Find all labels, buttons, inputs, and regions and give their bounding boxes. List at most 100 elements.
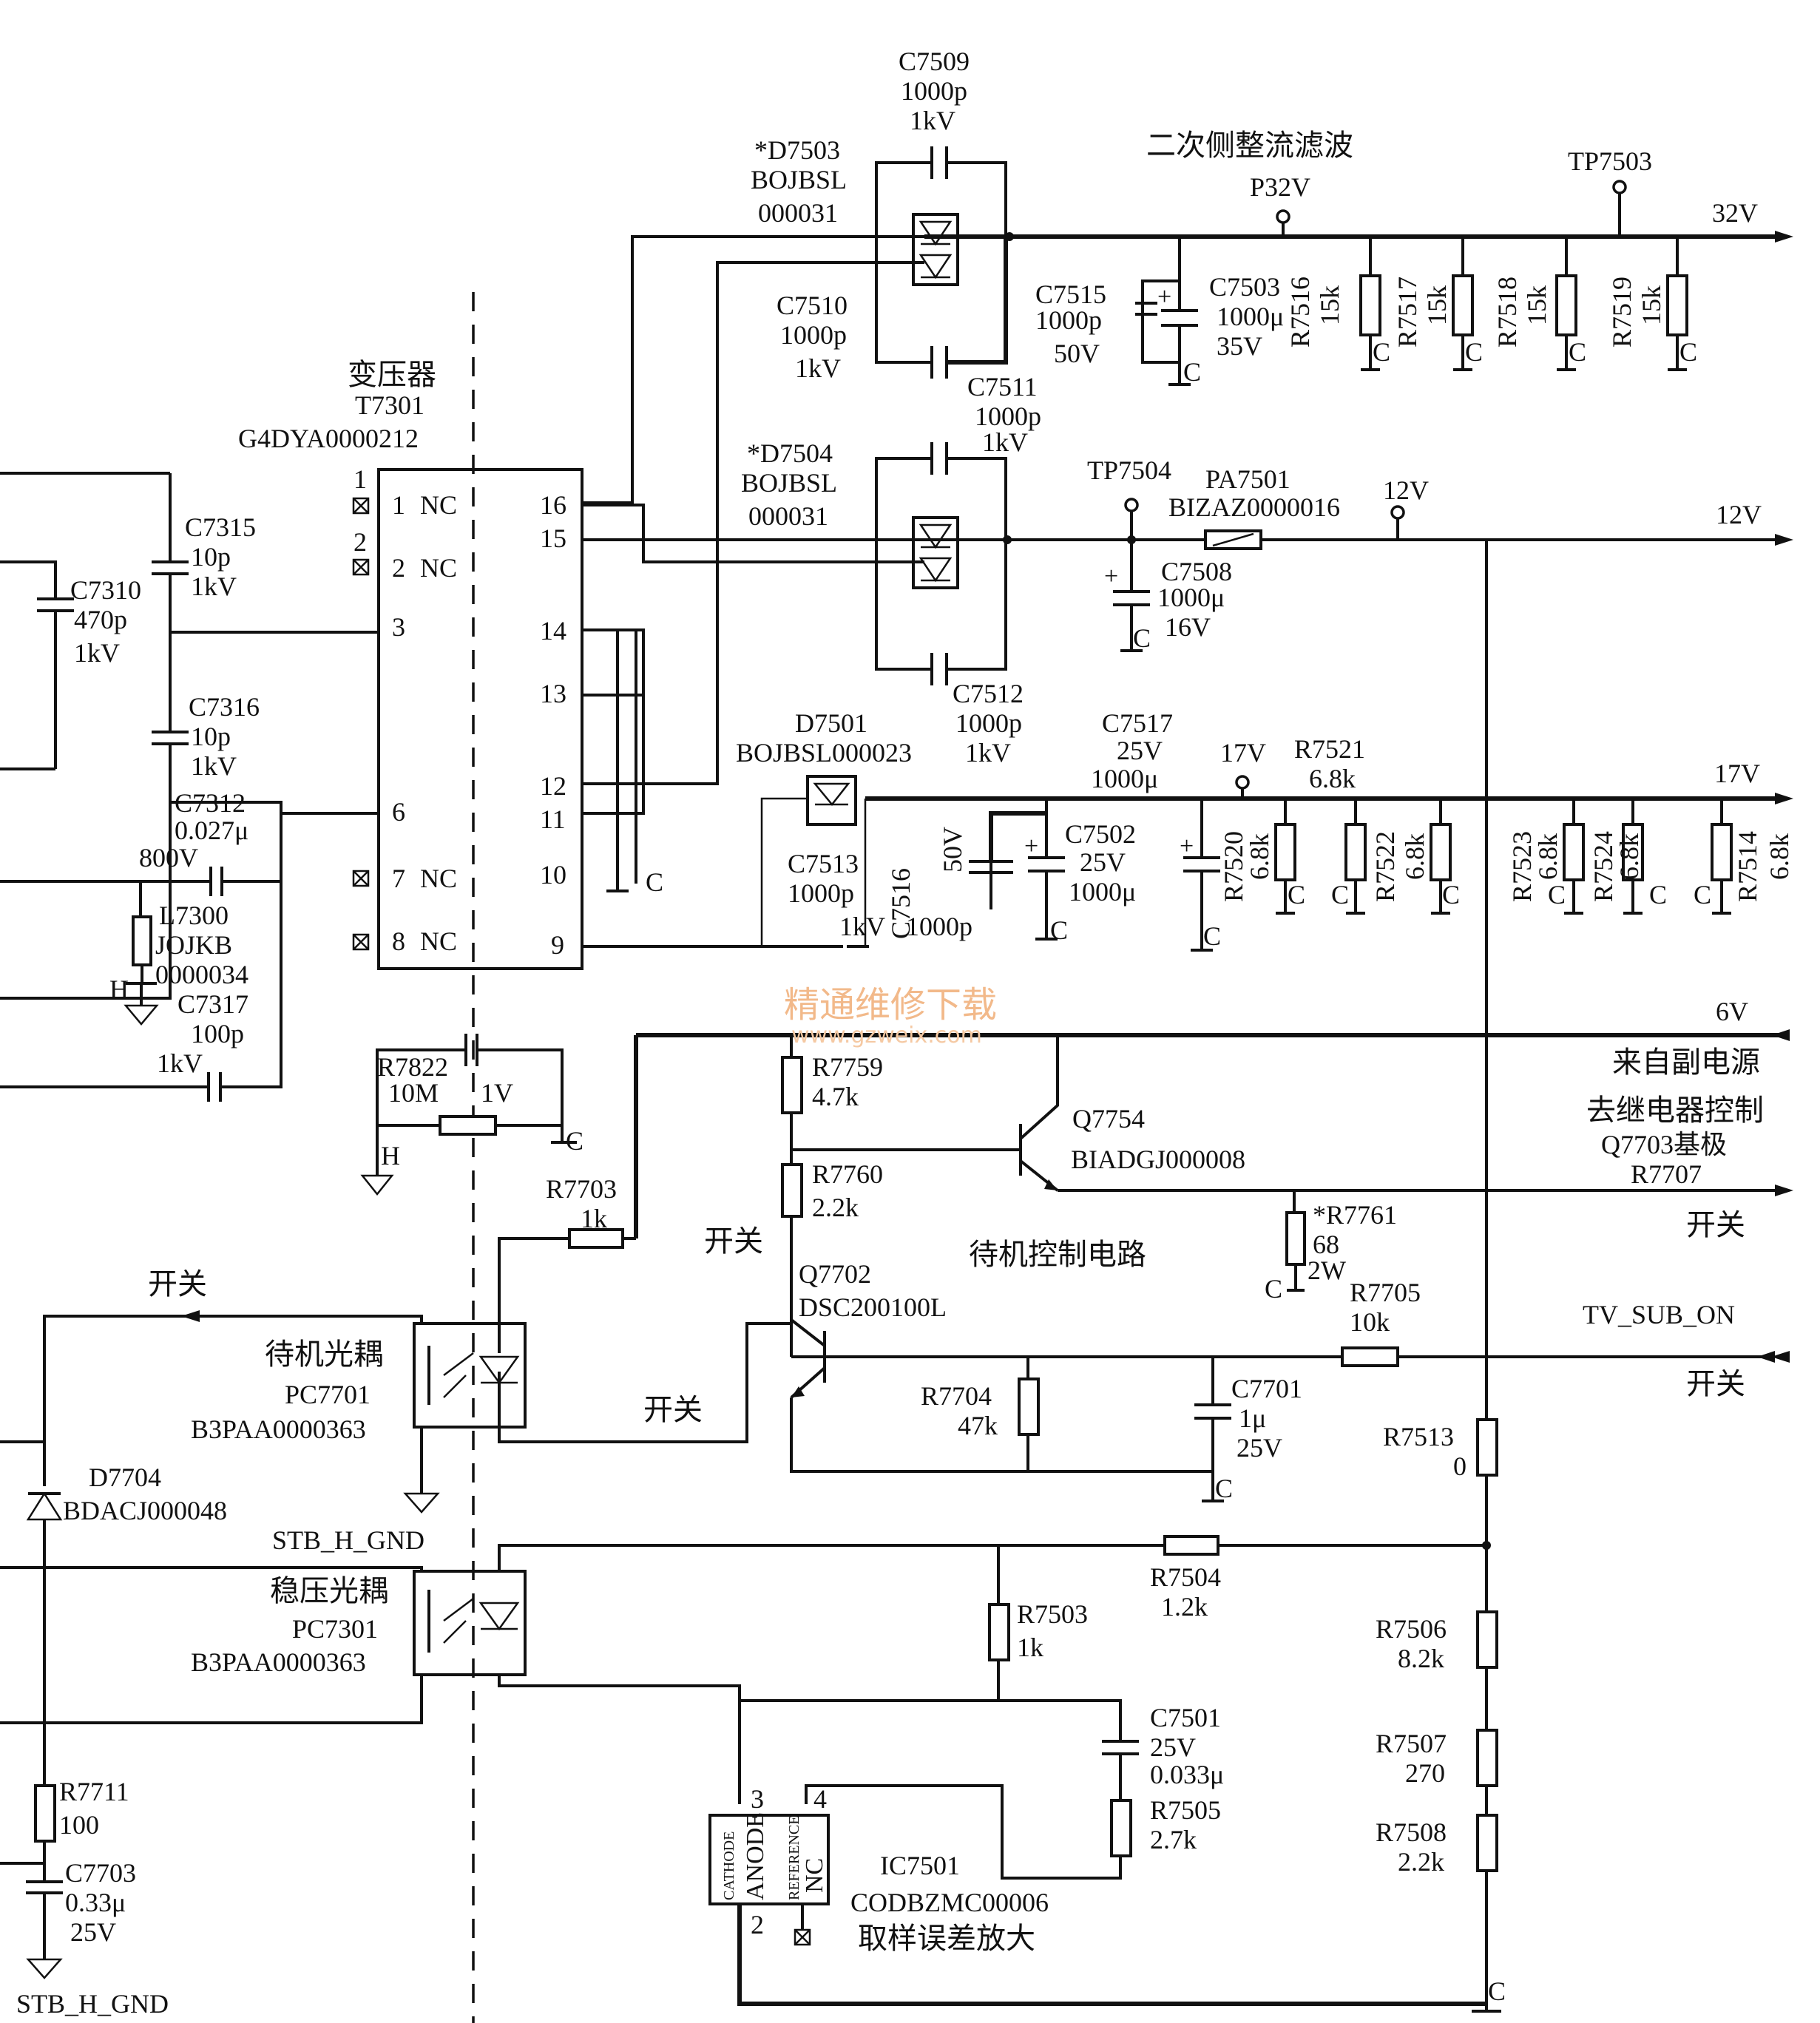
svg-text:+: + bbox=[1157, 283, 1171, 311]
transformer-t7301: 变压器 T7301 G4DYA0000212 1 NC 2 NC 3 6 7 N… bbox=[238, 358, 583, 970]
switch-label-1: 开关 bbox=[148, 1267, 207, 1301]
secondary-wiring bbox=[582, 231, 1793, 2011]
c7516-ref: C7516 bbox=[886, 868, 916, 939]
svg-text:C: C bbox=[1465, 337, 1483, 367]
c7317-ref: C7317 bbox=[177, 989, 248, 1019]
r7822-ref: R7822 bbox=[377, 1052, 448, 1082]
zener-d7704 bbox=[0, 1440, 63, 1786]
c7509-val: 1000p bbox=[901, 76, 967, 106]
svg-text:+: + bbox=[1180, 833, 1194, 860]
c7703-volt: 25V bbox=[70, 1917, 116, 1947]
ic7501-desc: 取样误差放大 bbox=[858, 1922, 1035, 1955]
r7517-ref: R7517 bbox=[1393, 277, 1422, 348]
tv-sub-on-label: TV_SUB_ON bbox=[1583, 1300, 1735, 1329]
c7511-val: 1000p bbox=[975, 401, 1041, 431]
svg-text:C: C bbox=[1442, 880, 1460, 909]
r7519-ref: R7519 bbox=[1607, 277, 1637, 348]
r7524-val: 6.8k bbox=[1614, 833, 1644, 880]
d7503-ref: *D7503 bbox=[754, 135, 840, 165]
d7704-ref: D7704 bbox=[89, 1463, 161, 1492]
c7517-val: 1000μ bbox=[1091, 764, 1158, 793]
r7705-ref: R7705 bbox=[1350, 1278, 1421, 1307]
optocoupler-pc7301 bbox=[0, 1544, 1486, 1804]
svg-text:+: + bbox=[1024, 833, 1038, 860]
r7508-ref: R7508 bbox=[1376, 1817, 1447, 1847]
r7516-val: 15k bbox=[1315, 285, 1344, 325]
pc7301-name: 稳压光耦 bbox=[270, 1574, 388, 1607]
r7514-val: 6.8k bbox=[1765, 833, 1794, 880]
c7315-val: 10p bbox=[191, 542, 231, 572]
r7711-ref: R7711 bbox=[59, 1777, 129, 1806]
c7310-val: 470p bbox=[74, 605, 127, 634]
ext-pin-2: 2 bbox=[353, 527, 367, 557]
c7312-ref: C7312 bbox=[175, 788, 246, 818]
ext-pin-1: 1 bbox=[353, 464, 367, 494]
switch-label-4: 开关 bbox=[1686, 1208, 1745, 1241]
svg-text:C: C bbox=[1548, 880, 1566, 909]
v17-label: 17V bbox=[1714, 759, 1760, 788]
r7505-ref: R7505 bbox=[1150, 1795, 1221, 1825]
svg-text:C: C bbox=[1265, 1274, 1282, 1304]
r7703-ref: R7703 bbox=[546, 1174, 617, 1204]
c7513-val: 1000p bbox=[788, 878, 854, 908]
svg-text:C: C bbox=[1215, 1474, 1233, 1503]
primary-snubber bbox=[0, 472, 379, 1102]
c7512-ref: C7512 bbox=[953, 679, 1024, 708]
rectifier-d7504 bbox=[875, 442, 1012, 685]
c7516-val: 1000p bbox=[906, 912, 972, 941]
pin-10: 10 bbox=[540, 860, 566, 889]
r7703-val: 1k bbox=[581, 1204, 607, 1233]
pin-11: 11 bbox=[540, 804, 566, 834]
r7507-ref: R7507 bbox=[1376, 1729, 1447, 1758]
c7315-ref: C7315 bbox=[185, 512, 256, 542]
r7513-val: 0 bbox=[1453, 1451, 1467, 1481]
c7316-volt: 1kV bbox=[191, 751, 237, 781]
r7524-ref: R7524 bbox=[1589, 831, 1618, 902]
p32v-label: P32V bbox=[1250, 172, 1310, 202]
rectifier-d7501 bbox=[760, 775, 867, 946]
pa7501-part: BIZAZ0000016 bbox=[1168, 492, 1340, 522]
c7701-val: 1μ bbox=[1239, 1403, 1266, 1433]
l7300-gnd-h: H bbox=[109, 975, 129, 1004]
pin-7-nc: NC bbox=[420, 864, 457, 893]
c7701-volt: 25V bbox=[1237, 1433, 1282, 1463]
r7761-ref: *R7761 bbox=[1313, 1200, 1397, 1230]
r7518-ref: R7518 bbox=[1492, 277, 1522, 348]
pin-9: 9 bbox=[551, 930, 564, 960]
v6-label: 6V bbox=[1716, 997, 1748, 1026]
c7502-volt: 25V bbox=[1080, 847, 1126, 877]
r7759-ref: R7759 bbox=[812, 1052, 883, 1082]
tp7504-label: TP7504 bbox=[1087, 455, 1171, 485]
c7317-val: 100p bbox=[191, 1019, 244, 1048]
c7510-val: 1000p bbox=[780, 320, 847, 350]
r7704-val: 47k bbox=[958, 1411, 998, 1440]
ic7501-pin-cathode: CATHODE bbox=[721, 1831, 737, 1900]
r7711-c7703 bbox=[0, 1784, 63, 1979]
ic7501-ref: IC7501 bbox=[880, 1851, 960, 1880]
ground-c-labels: C C C C C C C C C C C C C C C C C C bbox=[646, 337, 1711, 2006]
c7509-volt: 1kV bbox=[910, 106, 955, 135]
r7523-ref: R7523 bbox=[1507, 831, 1537, 902]
c7515-val: 1000p bbox=[1035, 305, 1102, 335]
r7522-val: 6.8k bbox=[1400, 833, 1430, 880]
pc7701-part: B3PAA0000363 bbox=[191, 1414, 366, 1444]
r7761-power: 2W bbox=[1308, 1256, 1346, 1285]
c7703-ref: C7703 bbox=[65, 1858, 136, 1888]
d7503-part2: 000031 bbox=[758, 198, 838, 228]
r7759-val: 4.7k bbox=[812, 1082, 859, 1111]
d7503-part1: BOJBSL bbox=[751, 165, 847, 194]
pc7701-ref: PC7701 bbox=[285, 1380, 371, 1409]
r7503-val: 1k bbox=[1017, 1633, 1043, 1662]
pin-2-nc: NC bbox=[420, 553, 457, 583]
r7523-val: 6.8k bbox=[1533, 833, 1563, 880]
r7705-val: 10k bbox=[1350, 1307, 1390, 1337]
switch-label-5: 开关 bbox=[1686, 1367, 1745, 1400]
sub-supply-label: 来自副电源 bbox=[1612, 1046, 1760, 1079]
r7822-gnd-c: C bbox=[566, 1126, 583, 1156]
pin-14: 14 bbox=[540, 616, 566, 645]
ic7501-pin-anode: ANODE bbox=[742, 1812, 769, 1900]
pin-16: 16 bbox=[540, 490, 566, 520]
r7520-ref: R7520 bbox=[1219, 831, 1248, 902]
c7312-volt: 800V bbox=[139, 843, 198, 872]
